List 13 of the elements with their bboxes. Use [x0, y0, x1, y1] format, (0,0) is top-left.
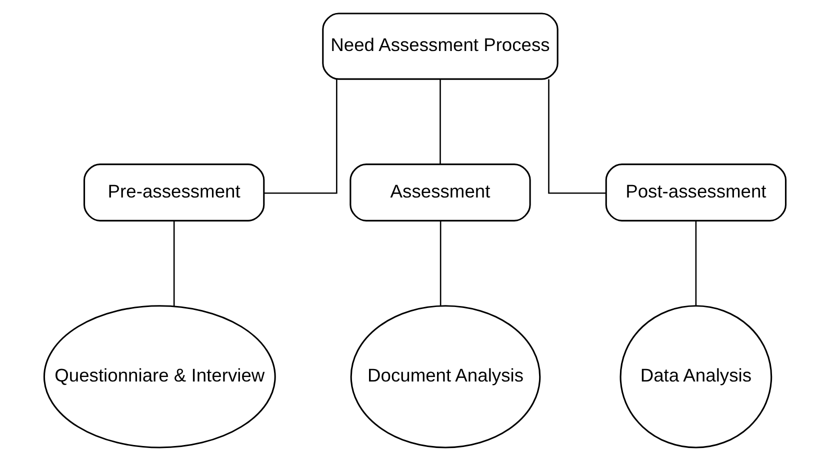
connector [695, 220, 697, 306]
connector [440, 79, 441, 164]
connector [548, 79, 606, 194]
node-box: Assessment [350, 164, 531, 222]
connector [173, 220, 175, 306]
connector [264, 79, 338, 194]
node-box: Pre-assessment [83, 164, 265, 222]
node-circle: Data Analysis [620, 305, 772, 448]
node-box: Post-assessment [605, 164, 787, 222]
node-ellipse: Questionniare & Interview [43, 305, 276, 448]
node-box: Need Assessment Process [322, 12, 558, 80]
node-ellipse: Document Analysis [350, 305, 541, 448]
connector [440, 220, 442, 306]
